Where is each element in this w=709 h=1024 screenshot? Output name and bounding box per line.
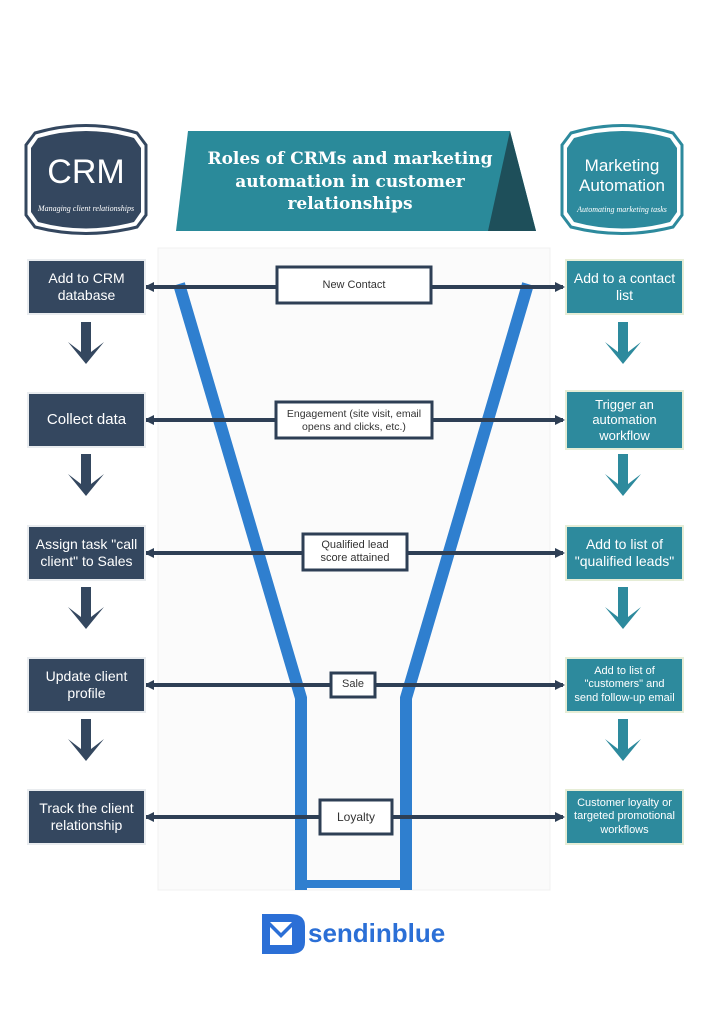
crm-badge-title: CRM <box>47 152 125 191</box>
down-arrow-icon <box>605 719 641 761</box>
down-arrow-icon <box>68 719 104 761</box>
crm-step-qualified-lead: Assign task "call client" to Sales <box>29 527 144 579</box>
automation-badge-title-line1: Marketing <box>584 155 660 175</box>
down-arrow-icon <box>605 454 641 496</box>
automation-step-engagement: Trigger an automation workflow <box>567 392 682 448</box>
automation-step-new-contact: Add to a contact list <box>567 261 682 313</box>
automation-step-loyalty: Customer loyalty or targeted promotional… <box>567 791 682 843</box>
down-arrow-icon <box>68 454 104 496</box>
down-arrow-icon <box>605 322 641 364</box>
crm-badge <box>24 124 148 235</box>
stage-frame-engagement <box>274 400 434 440</box>
automation-step-qualified-lead: Add to list of "qualified leads" <box>567 527 682 579</box>
stage-frame-qualified-lead <box>301 532 409 572</box>
crm-step-loyalty: Track the client relationship <box>29 791 144 843</box>
crm-step-engagement: Collect data <box>29 394 144 446</box>
crm-step-new-contact: Add to CRM database <box>29 261 144 313</box>
stage-frame-sale <box>329 671 377 699</box>
brand-name: sendinblue <box>308 918 446 949</box>
stage-frame-new-contact <box>275 265 433 305</box>
automation-badge-subtitle: Automating marketing tasks <box>577 205 667 215</box>
stage-frame-loyalty <box>318 798 394 836</box>
page-title: Roles of CRMs and marketing automation i… <box>207 148 493 215</box>
automation-badge <box>560 124 684 235</box>
stage-label-engagement: Engagement (site visit, email opens and … <box>286 408 422 433</box>
automation-badge-title-line2: Automation <box>579 175 665 195</box>
stage-label-qualified-lead: Qualified lead score attained <box>320 538 390 564</box>
automation-step-sale: Add to list of "customers" and send foll… <box>567 659 682 711</box>
crm-badge-subtitle: Managing client relationships <box>37 204 135 214</box>
down-arrow-icon <box>605 587 641 629</box>
down-arrow-icon <box>68 322 104 364</box>
down-arrow-icon <box>68 587 104 629</box>
stage-label-loyalty: Loyalty <box>336 809 376 824</box>
stage-label-sale: Sale <box>341 678 365 691</box>
sendinblue-logo-icon <box>262 914 305 954</box>
stage-label-new-contact: New Contact <box>322 279 386 292</box>
crm-step-sale: Update client profile <box>29 659 144 711</box>
title-banner <box>176 131 536 231</box>
